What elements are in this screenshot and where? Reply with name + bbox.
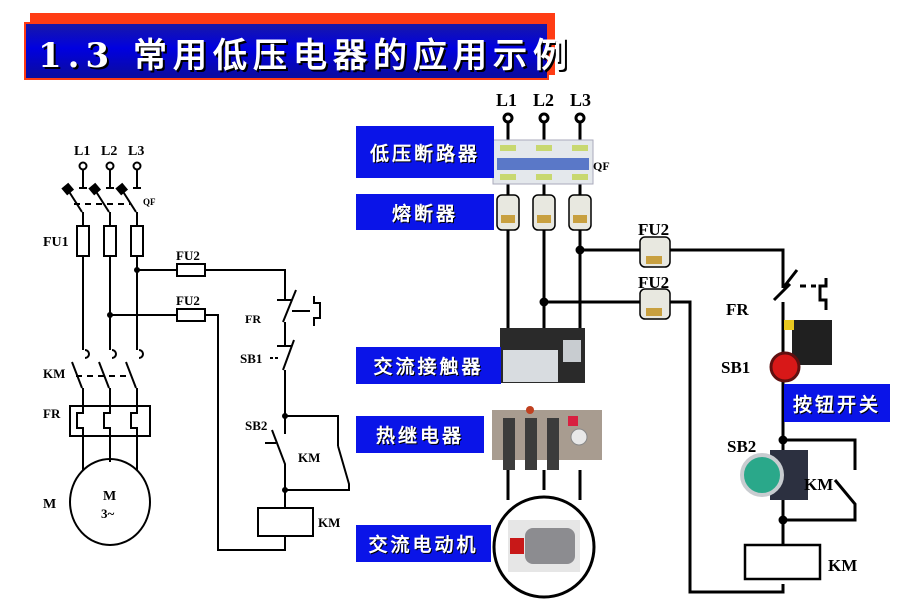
label-km: KM — [43, 366, 65, 381]
motor-symbol — [69, 458, 151, 546]
label-sb2: SB2 — [245, 418, 267, 433]
label-m: M — [43, 497, 56, 512]
label-fu1: FU1 — [43, 235, 69, 250]
fu1-fuse-1 — [76, 225, 90, 257]
page-title: 1.3 常用低压电器的应用示例 — [38, 36, 573, 76]
label-r-sb1: SB1 — [721, 358, 750, 377]
stop-button-device — [769, 320, 832, 383]
terminal-l2 — [105, 161, 115, 171]
label-breaker: 低压断路器 — [356, 126, 494, 178]
contactor-device — [500, 328, 585, 383]
label-control-fr: FR — [245, 312, 261, 326]
label-r-fr: FR — [726, 300, 749, 319]
label-contactor: 交流接触器 — [356, 347, 501, 384]
label-fuse: 熔断器 — [356, 194, 494, 230]
label-qf: QF — [143, 197, 156, 207]
qf-blades — [67, 189, 137, 213]
thermal-relay-device — [492, 406, 602, 470]
left-schematic — [61, 161, 350, 551]
motor-device — [508, 520, 580, 572]
right-schematic — [492, 112, 857, 599]
label-r-l3: L3 — [570, 90, 591, 110]
label-r-fu2-1: FU2 — [638, 220, 669, 239]
label-motor: 交流电动机 — [356, 525, 491, 562]
label-push-button: 按钮开关 — [784, 384, 890, 422]
label-r-qf: QF — [593, 159, 610, 173]
label-r-fu2-2: FU2 — [638, 273, 669, 292]
terminal-l3 — [574, 112, 586, 124]
title-banner: 1.3 常用低压电器的应用示例 — [24, 22, 567, 80]
fu2-fuse-2 — [176, 308, 206, 322]
terminal-l2 — [538, 112, 550, 124]
km-coil — [257, 507, 314, 537]
fu1-fuse-2 — [103, 225, 117, 257]
fuse-devices — [496, 194, 671, 320]
label-fu2-1: FU2 — [176, 248, 200, 263]
sb1-stop-button — [277, 332, 295, 416]
label-r-l1: L1 — [496, 90, 517, 110]
fr-contact — [277, 289, 297, 332]
label-l1: L1 — [74, 144, 90, 159]
label-r-l2: L2 — [533, 90, 554, 110]
label-l2: L2 — [101, 144, 117, 159]
label-r-sb2: SB2 — [727, 437, 756, 456]
label-km-aux: KM — [298, 450, 320, 465]
label-r-km-coil: KM — [828, 556, 857, 575]
start-button-device — [740, 450, 808, 500]
terminal-l3 — [132, 161, 142, 171]
motor-symbol-phase: 3~ — [101, 506, 115, 521]
terminal-l1 — [78, 161, 88, 171]
fu2-fuse-1 — [176, 263, 206, 277]
terminal-l1 — [502, 112, 514, 124]
motor-outline — [492, 495, 596, 599]
breaker-device — [492, 139, 594, 185]
label-thermal-relay: 热继电器 — [356, 416, 484, 453]
fr-contact — [772, 269, 799, 302]
label-fu2-2: FU2 — [176, 293, 200, 308]
sb2-start-button — [271, 416, 286, 490]
label-r-km-aux: KM — [804, 475, 833, 494]
label-l3: L3 — [128, 144, 144, 159]
motor-symbol-m: M — [103, 489, 116, 504]
label-fr: FR — [43, 406, 61, 421]
km-coil — [743, 543, 822, 581]
label-km-coil: KM — [318, 515, 340, 530]
fu1-fuse-3 — [130, 225, 144, 257]
label-sb1: SB1 — [240, 351, 262, 366]
